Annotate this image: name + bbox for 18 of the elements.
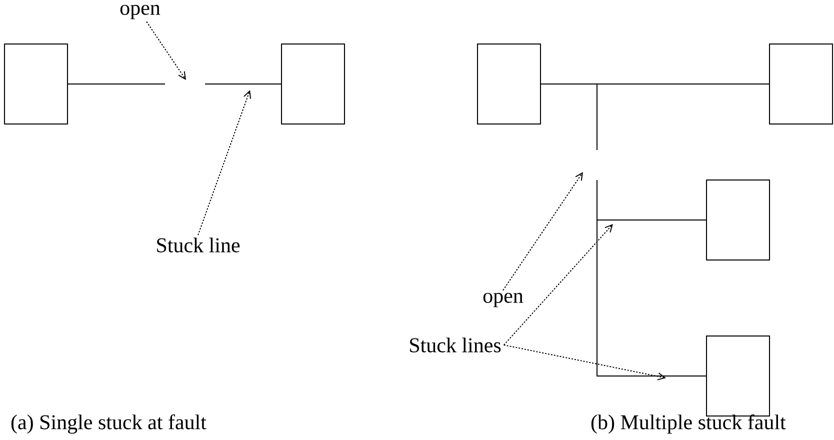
caption-text: (a) Single stuck at fault (11, 414, 206, 434)
leader-line (503, 224, 613, 346)
box (477, 44, 541, 124)
box (706, 180, 770, 260)
box (4, 44, 68, 124)
wire (540, 84, 598, 150)
annotation-text: Stuck line (157, 238, 240, 252)
leader-line (198, 90, 252, 236)
wire (596, 220, 706, 376)
annotation-text: open (120, 4, 160, 20)
leader-line (503, 344, 666, 380)
annotation-text: open (483, 292, 524, 308)
leader-line (146, 21, 186, 80)
annotation-text: Stuck lines (410, 338, 501, 352)
leader-line (502, 172, 584, 291)
box (769, 44, 833, 124)
caption-text: (b) Multiple stuck fault (591, 414, 786, 434)
box (281, 44, 345, 124)
